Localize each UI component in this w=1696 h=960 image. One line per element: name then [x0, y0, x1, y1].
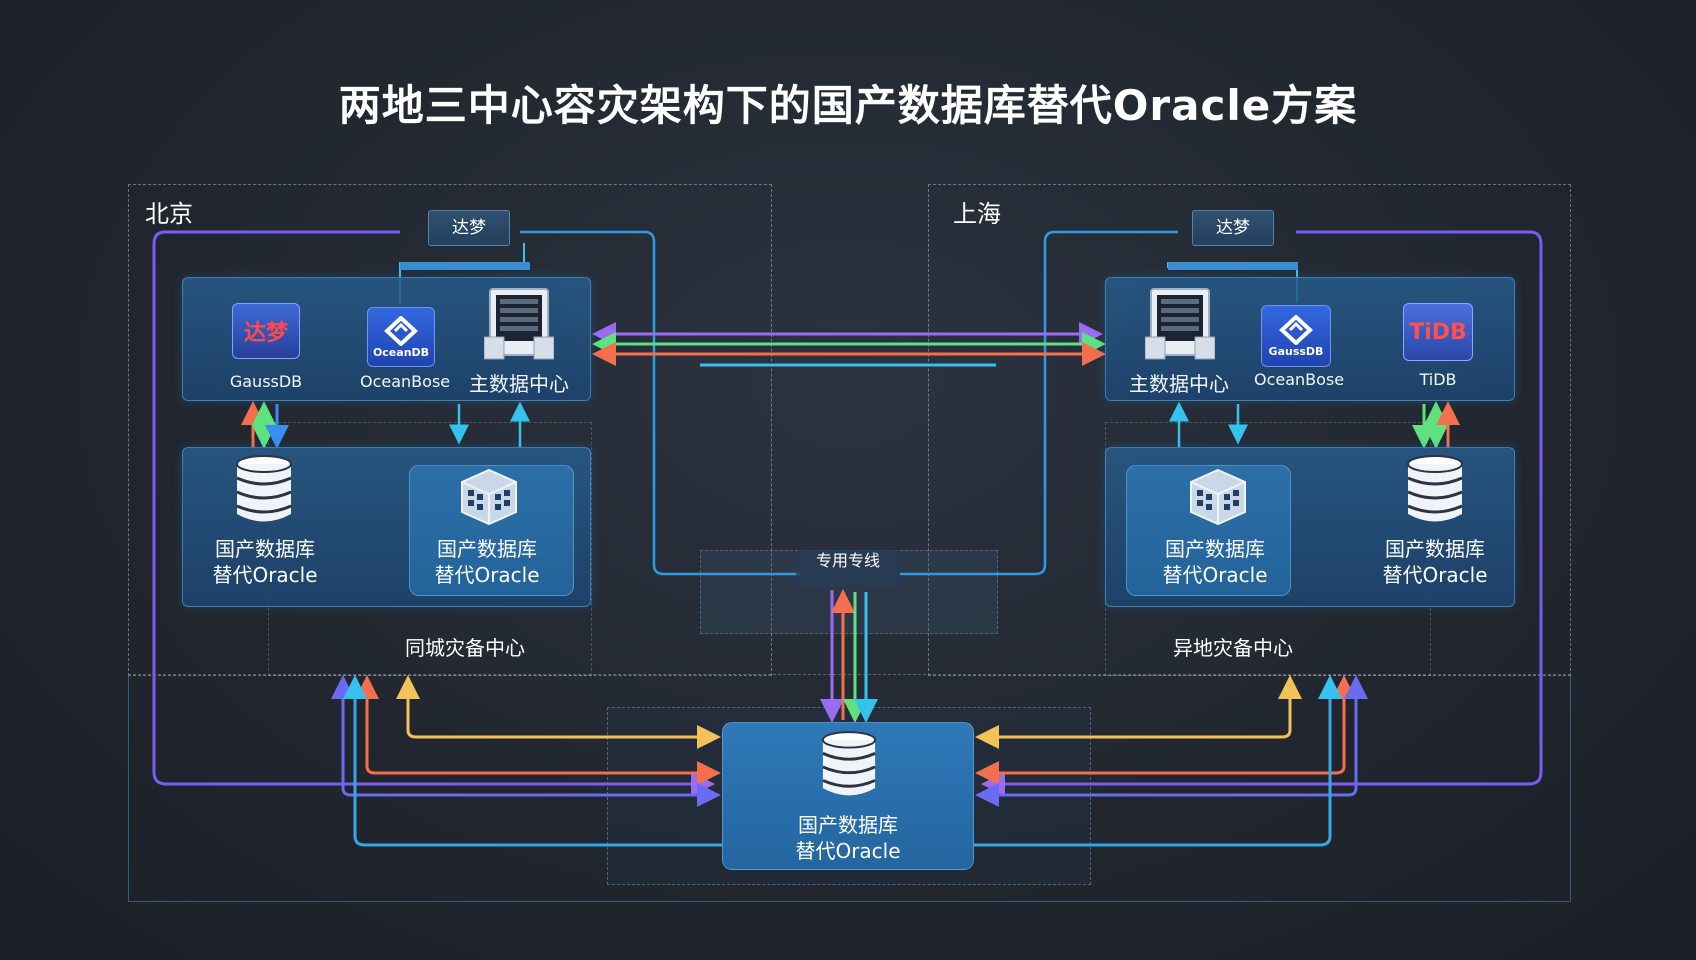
bottom-db-card[interactable]: [722, 722, 974, 870]
beijing-tag-bar: [400, 262, 530, 270]
shanghai-db-left-caption: 国产数据库 替代Oracle: [1162, 537, 1268, 587]
shanghai-label: 上海: [953, 200, 1001, 228]
beijing-oceanbase-caption: OceanBose: [360, 372, 451, 391]
shanghai-oceanbase-caption: OceanBose: [1254, 370, 1345, 389]
shanghai-server-icon: [1144, 287, 1216, 365]
beijing-db-right-caption: 国产数据库 替代Oracle: [434, 537, 540, 587]
beijing-dameng-tag[interactable]: 达梦: [428, 210, 510, 246]
beijing-server-icon: [483, 287, 555, 365]
shanghai-tidb-caption: TiDB: [1419, 370, 1457, 389]
dedicated-line-label: 专用专线: [796, 550, 900, 588]
beijing-region: [128, 184, 772, 676]
beijing-cube-db-icon: [458, 468, 520, 530]
shanghai-cube-db-icon: [1187, 468, 1249, 530]
shanghai-backup-center-caption: 异地灾备中心: [1173, 636, 1293, 660]
beijing-label: 北京: [145, 200, 193, 228]
tidb-logo-icon: TiDB: [1403, 303, 1473, 361]
remote-region: [128, 674, 1571, 902]
shanghai-tag-bar: [1168, 262, 1298, 270]
shanghai-db-right-caption: 国产数据库 替代Oracle: [1382, 537, 1488, 587]
bottom-db-caption: 国产数据库 替代Oracle: [795, 813, 901, 863]
gaussdb-diamond-icon: [1279, 314, 1313, 345]
oceanbase-diamond-icon: [384, 315, 418, 346]
shanghai-region: [928, 184, 1571, 676]
beijing-database-icon: [234, 454, 294, 528]
beijing-db-left-caption: 国产数据库 替代Oracle: [212, 537, 318, 587]
beijing-backup-center-caption: 同城灾备中心: [405, 636, 525, 660]
dameng-logo-icon: 达梦: [232, 303, 300, 359]
shanghai-main-center-caption: 主数据中心: [1129, 372, 1229, 396]
page-title: 两地三中心容灾架构下的国产数据库替代Oracle方案: [338, 81, 1358, 130]
shanghai-dameng-tag[interactable]: 达梦: [1192, 210, 1274, 246]
bottom-database-icon: [820, 730, 878, 802]
beijing-main-center-caption: 主数据中心: [469, 372, 569, 396]
oceanbase-logo-icon: OceanDB: [367, 307, 435, 367]
shanghai-database-icon: [1405, 454, 1465, 528]
gaussdb-logo-icon: GaussDB: [1261, 305, 1331, 367]
beijing-gaussdb-caption: GaussDB: [229, 372, 303, 391]
